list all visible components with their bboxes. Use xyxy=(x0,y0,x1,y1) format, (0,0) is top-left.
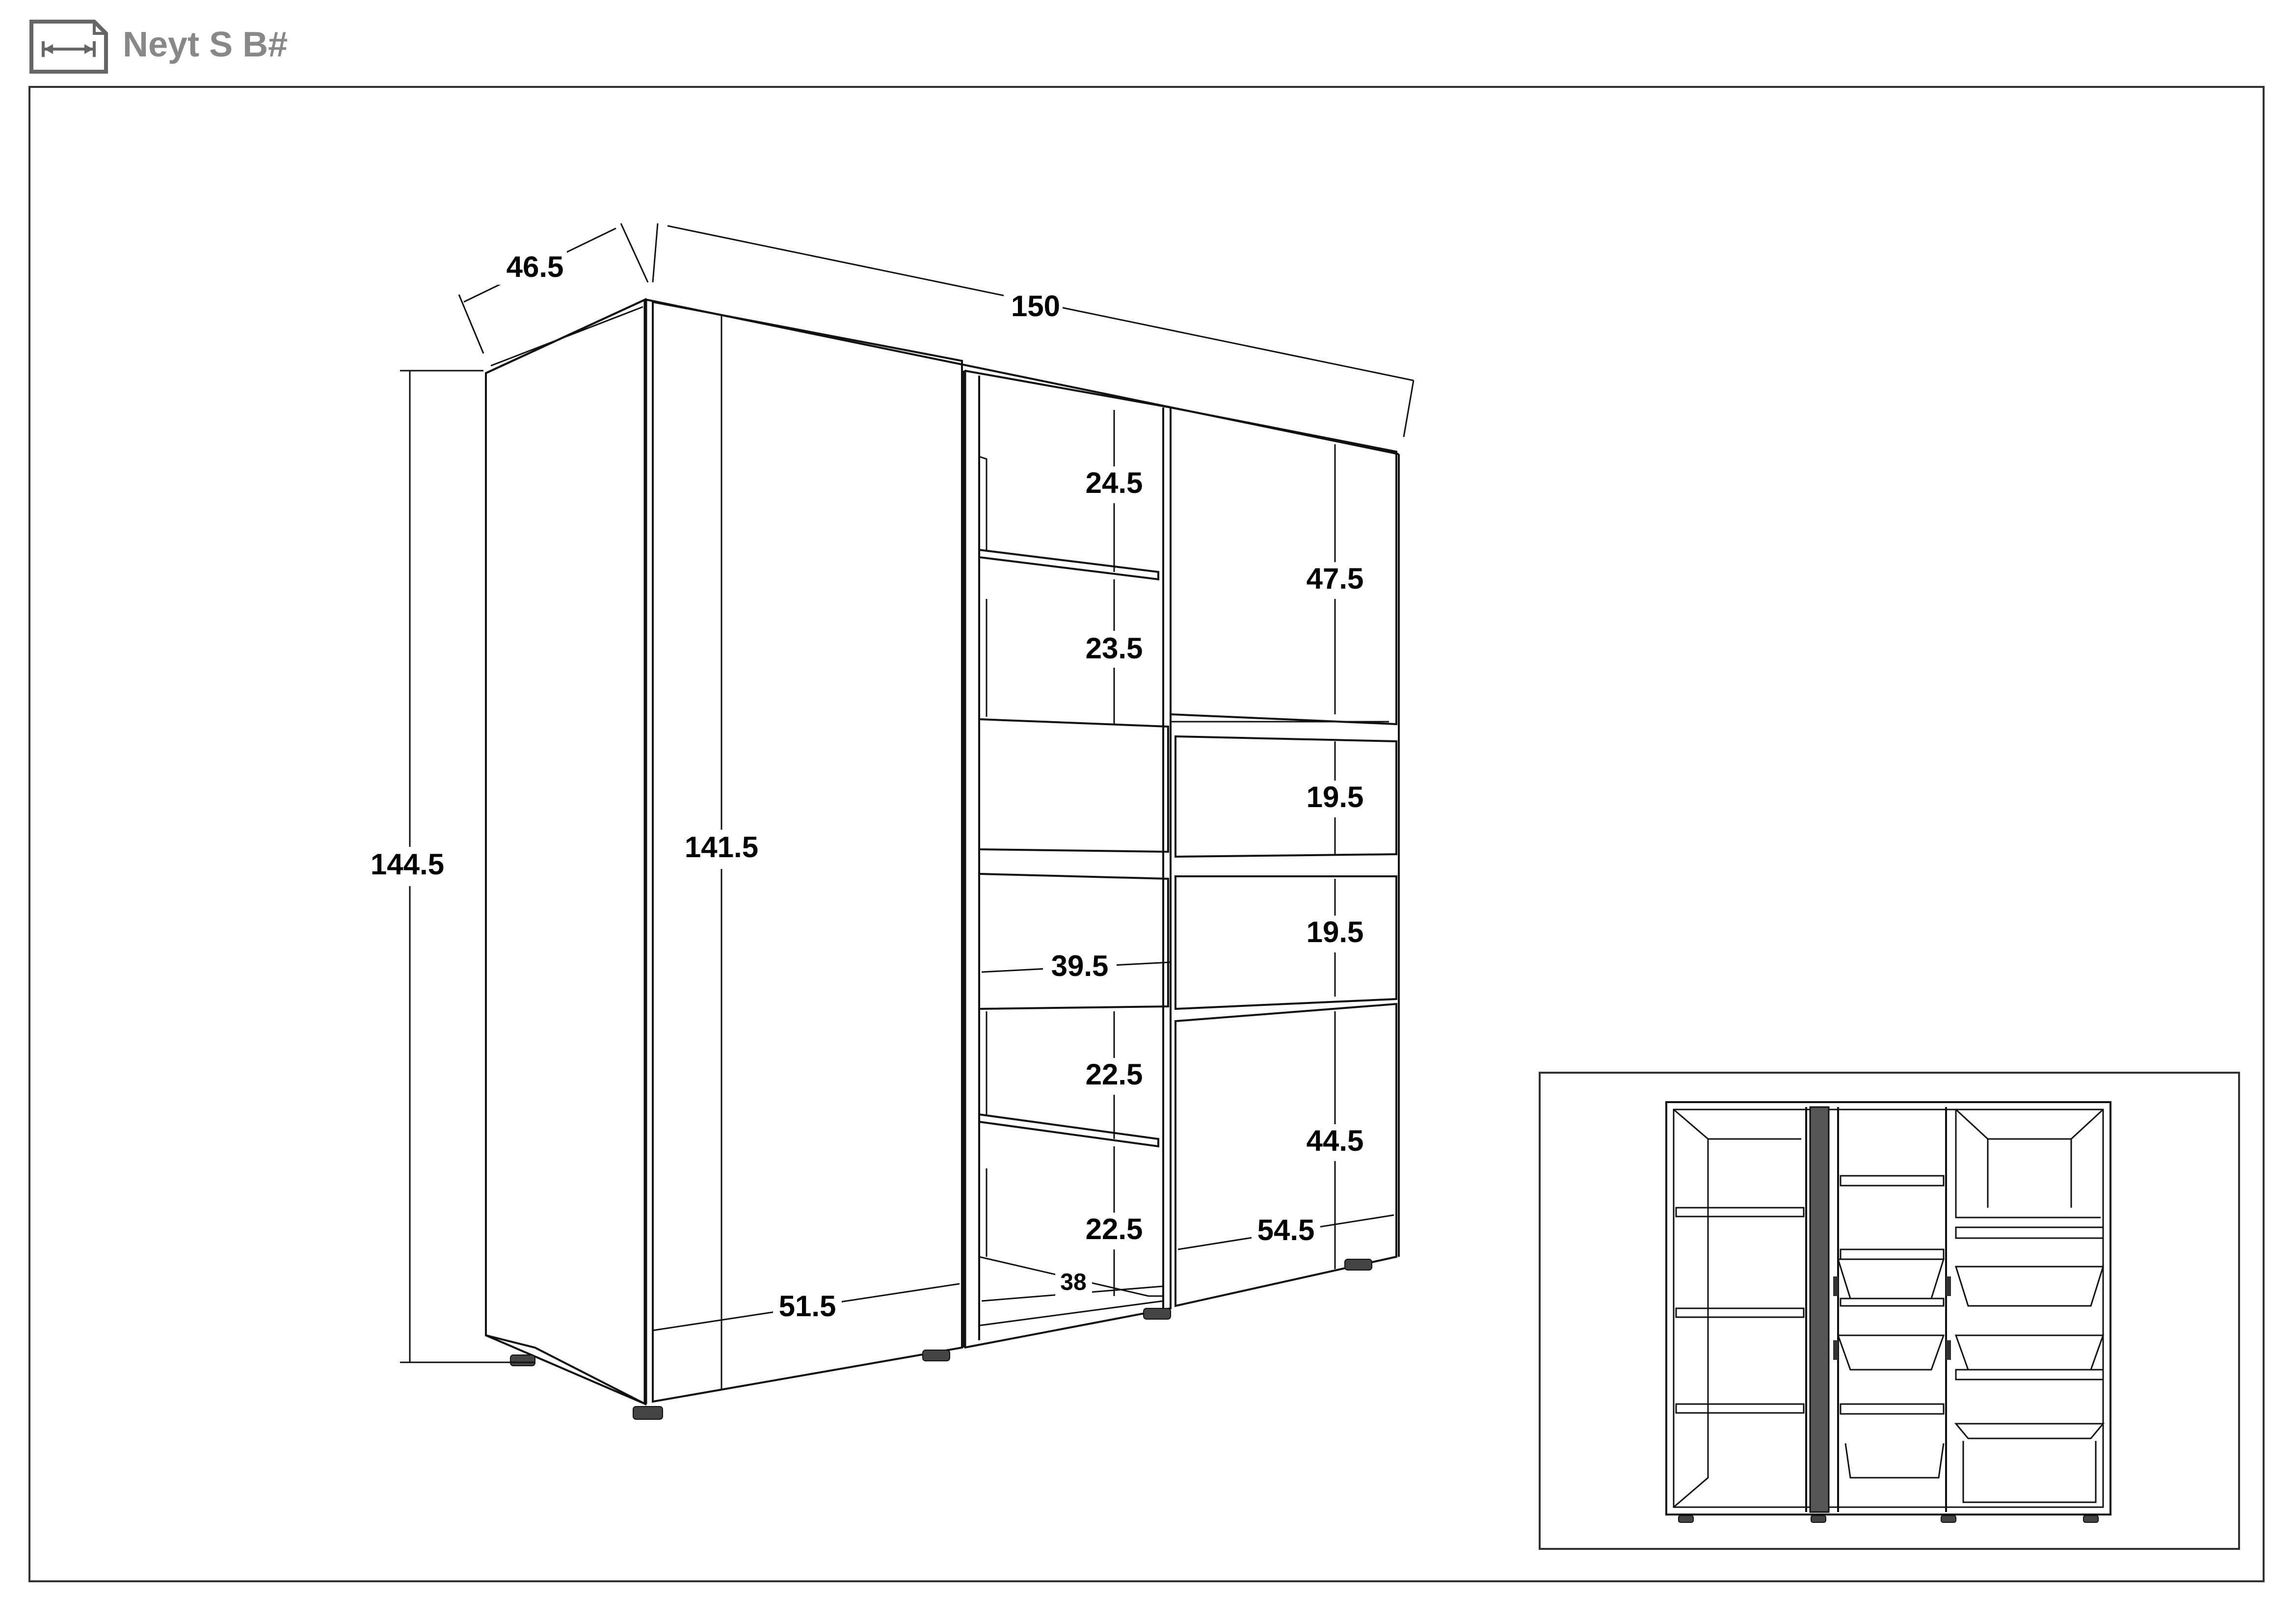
dim-open-section-width: 38 xyxy=(1060,1270,1086,1296)
cabinet-feet xyxy=(510,1259,1372,1420)
dim-right-door-top: 47.5 xyxy=(1307,562,1364,595)
right-section xyxy=(1170,406,1400,1307)
dim-right-door-bottom: 44.5 xyxy=(1307,1124,1364,1157)
dim-drawer-upper: 19.5 xyxy=(1307,781,1364,813)
dimension-document-icon xyxy=(29,20,108,74)
header: Neyt S B# xyxy=(0,0,2296,83)
dim-drawer-width: 39.5 xyxy=(1051,949,1109,982)
dim-shelf-top: 24.5 xyxy=(1086,466,1143,499)
dim-shelf-bottom: 22.5 xyxy=(1086,1213,1143,1245)
dim-drawer-lower: 19.5 xyxy=(1307,916,1364,948)
middle-section xyxy=(962,370,1172,1349)
dim-door-width: 51.5 xyxy=(779,1290,836,1323)
dim-shelf-second: 23.5 xyxy=(1086,632,1143,665)
dimension-labels: 46.5 150 144.5 141.5 51.5 24.5 23.5 47.5… xyxy=(363,248,1369,1326)
dim-shelf-third: 22.5 xyxy=(1086,1058,1143,1091)
drawing-frame xyxy=(28,86,2265,1582)
page-title: Neyt S B# xyxy=(123,25,288,64)
dim-door-height: 141.5 xyxy=(685,831,758,864)
dim-right-door-width: 54.5 xyxy=(1257,1214,1315,1246)
dim-width: 150 xyxy=(1011,290,1060,323)
left-door xyxy=(652,300,963,1403)
dim-height-total: 144.5 xyxy=(371,848,444,881)
dim-depth: 46.5 xyxy=(507,250,564,283)
inset-front-view xyxy=(1539,1072,2240,1550)
